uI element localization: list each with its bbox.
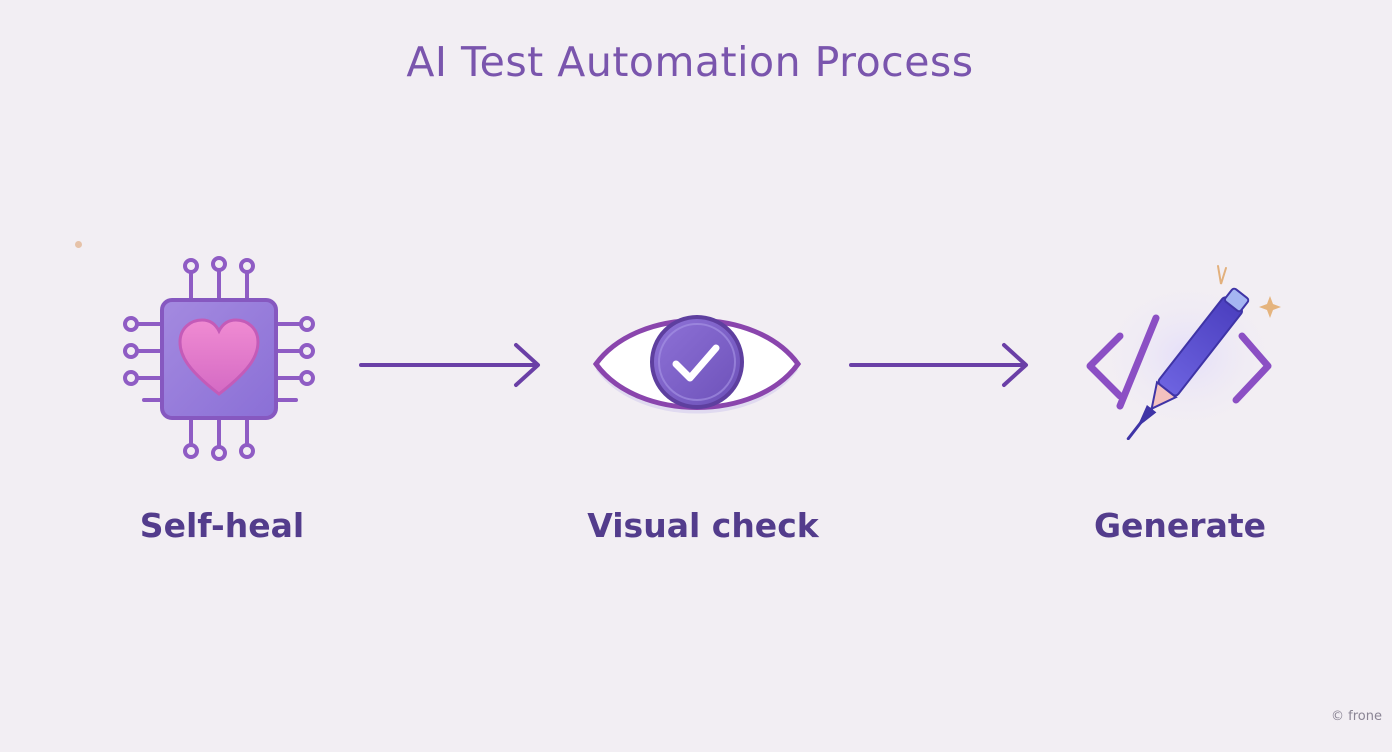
- arrow-right-icon: [359, 343, 540, 387]
- diagram-title: AI Test Automation Process: [406, 38, 974, 86]
- eye-check-icon: [592, 315, 802, 414]
- decorative-dot: [75, 241, 82, 248]
- arrow-right-icon: [849, 343, 1028, 387]
- credit-watermark: © frone: [1331, 709, 1382, 724]
- step-label: Visual check: [587, 506, 819, 545]
- chip-heart-icon: [123, 256, 315, 461]
- code-pen-icon: [1086, 265, 1283, 440]
- step-label: Generate: [1093, 506, 1267, 545]
- step-label: Self-heal: [139, 506, 305, 545]
